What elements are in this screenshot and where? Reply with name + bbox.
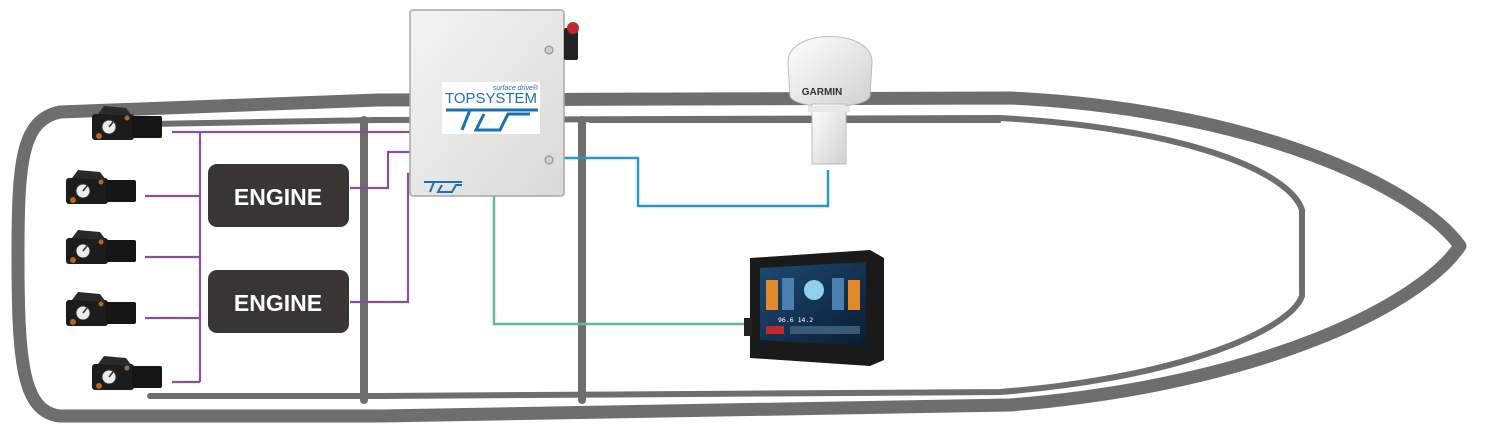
display-cable (492, 196, 748, 326)
display-readout: 96.6 14.2 (778, 316, 813, 324)
boat-hull (11, 91, 1467, 423)
hull-outer (11, 91, 1467, 423)
display-gauges (766, 278, 860, 334)
brand-name: TOPSYSTEM (445, 90, 537, 107)
gps-antenna-icon: GARMIN (787, 36, 873, 165)
touch-display-icon: 96.6 14.2 (744, 250, 884, 366)
brand-tagline: surface drive® (493, 84, 539, 92)
trim-sensor-icon (65, 229, 137, 265)
engine-label: ENGINE (234, 290, 322, 316)
gps-brand: GARMIN (802, 87, 843, 98)
trim-sensor-icon (65, 169, 137, 205)
hull-inner (147, 115, 1305, 399)
ts-logo-icon (446, 108, 538, 132)
control-box-icon: surface drive® TOPSYSTEM (409, 9, 579, 197)
ts-small-logo-icon (424, 181, 462, 193)
engine-block: ENGINE (208, 164, 349, 227)
engine-label: ENGINE (234, 184, 322, 210)
gps-cable (562, 156, 830, 208)
trim-sensor-icon (65, 291, 137, 327)
trim-sensor-icon (91, 355, 163, 391)
engine-block: ENGINE (208, 270, 349, 333)
